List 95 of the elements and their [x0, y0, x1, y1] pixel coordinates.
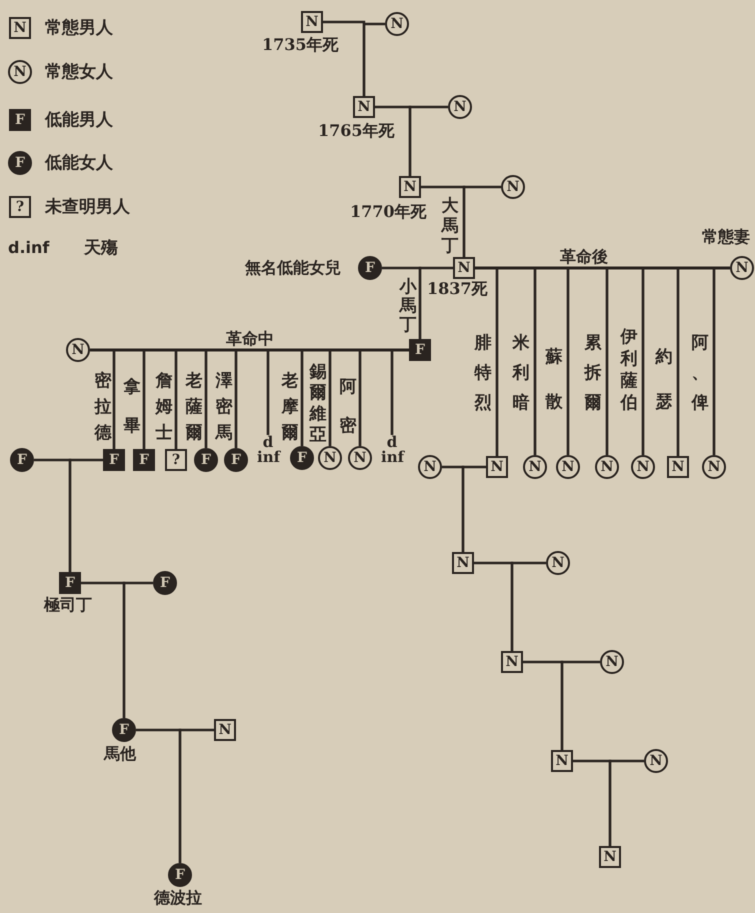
square-symbol: N: [353, 96, 375, 118]
date-label: 1735年死: [262, 36, 339, 54]
filled-square-symbol: F: [409, 339, 431, 361]
legend-text: 低能男人: [45, 110, 113, 130]
infant-death-note: d inf: [381, 435, 403, 465]
name-label: 無名低能女兒: [245, 259, 341, 277]
name-label: 大馬丁: [441, 196, 459, 256]
filled-circle-symbol: F: [10, 448, 34, 472]
pedigree-line: [418, 266, 453, 339]
name-label: 蘇散: [545, 346, 563, 414]
abbreviation-text: d.inf: [8, 239, 50, 257]
pedigree-line: [462, 466, 486, 552]
date-label: 1837死: [427, 280, 488, 298]
square-symbol: N: [399, 176, 421, 198]
date-label: 1765年死: [318, 122, 395, 140]
filled-circle-symbol: F: [194, 448, 218, 472]
name-label: 錫爾維亞: [309, 362, 327, 446]
legend-text: 常態男人: [45, 18, 113, 38]
pedigree-line: [390, 348, 409, 435]
filled-circle-symbol: F: [358, 256, 382, 280]
square-symbol: ?: [165, 449, 187, 471]
name-label: 極司丁: [44, 596, 92, 614]
square-symbol: N: [301, 11, 323, 33]
date-label: 1770年死: [350, 203, 427, 221]
circle-symbol: N: [556, 455, 580, 479]
pedigree-line: [122, 582, 153, 718]
legend-text: 天殤: [84, 238, 118, 258]
pedigree-line: [608, 760, 644, 846]
name-label: 小馬丁: [399, 278, 417, 335]
name-label: 老摩爾: [281, 370, 299, 445]
square-symbol: N: [486, 456, 508, 478]
pedigree-line: [462, 186, 501, 257]
circle-symbol: N: [418, 455, 442, 479]
circle-symbol: N: [546, 551, 570, 575]
circle-symbol: N: [348, 446, 372, 470]
name-label: 詹姆士: [155, 370, 173, 445]
circle-symbol: N: [600, 650, 624, 674]
name-label: 腓特烈: [474, 332, 492, 415]
square-symbol: N: [501, 651, 523, 673]
circle-symbol: N: [702, 455, 726, 479]
name-label: 約瑟: [655, 346, 673, 414]
legend-text: 低能女人: [45, 153, 113, 173]
square-symbol: N: [667, 456, 689, 478]
square-symbol: N: [453, 257, 475, 279]
square-symbol: N: [214, 719, 236, 741]
name-label: 常態妻: [702, 228, 750, 246]
era-label: 革命中: [226, 330, 274, 348]
square-symbol: N: [599, 846, 621, 868]
circle-symbol: N: [385, 12, 409, 36]
filled-square-symbol: F: [133, 449, 155, 471]
pedigree-line: [68, 458, 103, 572]
name-label: 澤密馬: [215, 370, 233, 445]
circle-symbol: N: [448, 95, 472, 119]
filled-circle-symbol: F: [224, 448, 248, 472]
circle-symbol: N: [730, 256, 754, 280]
circle-symbol: N: [523, 455, 547, 479]
filled-circle-symbol: F: [112, 718, 136, 742]
circle-symbol: N: [595, 455, 619, 479]
pedigree-line: [362, 22, 385, 96]
filled-circle-symbol: F: [290, 446, 314, 470]
square-symbol: N: [551, 750, 573, 772]
circle-symbol: N: [501, 175, 525, 199]
legend-symbol: N: [8, 60, 32, 84]
circle-symbol: N: [644, 749, 668, 773]
legend-symbol: F: [9, 109, 31, 131]
filled-square-symbol: F: [103, 449, 125, 471]
circle-symbol: N: [318, 446, 342, 470]
filled-circle-symbol: F: [168, 863, 192, 887]
pedigree-line: [178, 728, 214, 863]
name-label: 老薩爾: [185, 370, 203, 445]
pedigree-line: [408, 106, 448, 176]
square-symbol: N: [452, 552, 474, 574]
legend-symbol: F: [8, 151, 32, 175]
name-label: 德波拉: [154, 889, 202, 907]
pedigree-line: [510, 562, 546, 651]
name-label: 伊利薩伯: [620, 326, 638, 414]
pedigree-line: [560, 660, 600, 750]
name-label: 累拆爾: [584, 332, 602, 415]
legend-text: 未查明男人: [45, 197, 130, 217]
circle-symbol: N: [631, 455, 655, 479]
circle-symbol: N: [66, 338, 90, 362]
pedigree-line: [712, 266, 730, 455]
name-label: 阿密: [339, 376, 357, 438]
infant-death-note: d inf: [257, 435, 279, 465]
name-label: 馬他: [104, 745, 136, 763]
filled-circle-symbol: F: [153, 571, 177, 595]
legend-symbol: N: [9, 17, 31, 39]
legend-symbol: ?: [9, 196, 31, 218]
name-label: 密拉德: [94, 370, 112, 445]
name-label: 阿、俾: [691, 332, 709, 415]
name-label: 米利暗: [512, 332, 530, 415]
legend-text: 常態女人: [45, 62, 113, 82]
name-label: 拿畢: [123, 376, 141, 438]
era-label: 革命後: [560, 248, 608, 266]
filled-square-symbol: F: [59, 572, 81, 594]
